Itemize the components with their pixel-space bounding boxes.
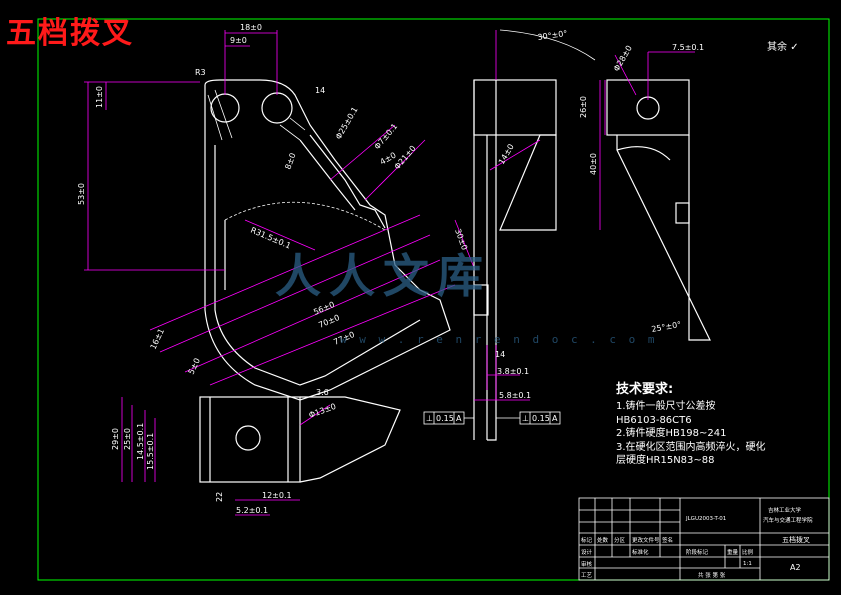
tb-cell-3: 更改文件号 (632, 536, 660, 544)
watermark-url: w w w . r e n r e n d o c . c o m (340, 333, 658, 346)
tb-sheet: 1:1 (743, 561, 752, 567)
tol2-symbol: ⊥ (522, 414, 529, 423)
dim-12: 12±0.1 (262, 491, 292, 500)
tech-note-line: 层硬度HR15N83~88 (616, 455, 715, 466)
dim-14c: 14 (495, 350, 505, 359)
dim-70: 70±0 (317, 313, 341, 330)
title-block-text: 吉林工业大学 汽车与交通工程学院 JLGU2003-T-01 五档拨叉 A2 1… (581, 506, 813, 579)
dim-30deg: 30°±0° (537, 29, 568, 42)
tb-cell-4: 签名 (662, 536, 673, 544)
title-block (578, 497, 830, 581)
main-view-dims (84, 30, 476, 386)
dim-14-5: 14.5±0.1 (136, 423, 145, 460)
dim-16: 16±1 (149, 327, 166, 351)
tol1-datum: A (456, 414, 462, 423)
roughness-label: 其余 (767, 42, 787, 53)
dim-9: 9±0 (230, 36, 247, 45)
tech-notes-heading: 技术要求: (616, 382, 674, 397)
tb-cell-2: 分区 (614, 536, 626, 544)
dim-18: 18±0 (240, 23, 262, 32)
tol2-datum: A (552, 414, 558, 423)
bottom-view (199, 396, 401, 483)
side-view (473, 29, 596, 441)
tb-drawing-no: JLGU2003-T-01 (685, 516, 726, 522)
dim-3-8: 3.8±0.1 (497, 367, 529, 376)
tolerance-frame-2 (496, 411, 561, 425)
right-view-dims (599, 51, 695, 230)
tb-cell-1: 处数 (597, 536, 609, 544)
dim-5-2: 5.2±0.1 (236, 506, 268, 515)
dim-14b: 14±0 (497, 142, 516, 166)
technical-requirements: 技术要求: 1.铸件一般尺寸公差按 HB6103-86CT6 2.铸件硬度HB1… (616, 378, 766, 468)
dim-phi25: Φ25±0.1 (334, 105, 360, 141)
right-view (606, 79, 711, 341)
tolerance-frame-1-text: ⊥ 0.15 A (426, 414, 462, 423)
tb-school2: 汽车与交通工程学院 (763, 516, 813, 524)
dim-8: 8±0 (283, 152, 297, 171)
roughness-note: 其余 ✓ (767, 38, 799, 53)
tb-cell-12: 重量 (727, 548, 739, 556)
side-view-dims (474, 30, 541, 401)
dim-22: 22 (215, 492, 224, 502)
tolerance-frame-1 (423, 411, 474, 425)
sheet-border (37, 18, 830, 581)
dim-11: 11±0 (95, 86, 104, 108)
tb-cell-6: 设计 (581, 548, 593, 556)
dim-15-5: 15.5±0.1 (146, 433, 155, 470)
tb-cell-14: 共 张 第 张 (698, 571, 726, 579)
bottom-view-dims (121, 397, 331, 516)
main-view-labels: 18±0 9±0 11±0 53±0 R3 14 Φ25±0.1 8±0 Φ7±… (77, 23, 469, 376)
dim-14: 14 (315, 86, 325, 95)
drawing-title: 五档拨叉 (6, 16, 134, 51)
tb-part-name: 五档拨叉 (782, 535, 810, 544)
tb-cell-9: 工艺 (581, 572, 593, 579)
tb-cell-13: 比例 (742, 548, 754, 556)
dim-25deg: 25°±0° (651, 320, 682, 334)
tol2-value: 0.15 (532, 414, 550, 423)
roughness-check-icon: ✓ (790, 42, 799, 53)
dim-53: 53±0 (77, 183, 86, 205)
dim-5-8: 5.8±0.1 (499, 391, 531, 400)
dim-29: 29±0 (111, 428, 120, 450)
watermark-logo: 人人文库 (275, 249, 491, 303)
bottom-view-labels: 29±0 25±0 14.5±0.1 15.5±0.1 Φ13±0 12±0.1… (111, 388, 337, 515)
tech-note-line: 1.铸件一般尺寸公差按 (616, 401, 716, 412)
dim-40: 40±0 (589, 153, 598, 175)
tb-cell-0: 标记 (581, 536, 593, 544)
roughness-3: R3 (195, 68, 206, 77)
tol1-symbol: ⊥ (426, 414, 433, 423)
tech-note-line: HB6103-86CT6 (616, 414, 692, 426)
tb-cell-11: 阶段标记 (686, 548, 709, 556)
dim-5: 5±0 (187, 357, 202, 376)
tolerance-frame-2-text: ⊥ 0.15 A (522, 414, 558, 423)
tol1-value: 0.15 (436, 414, 454, 423)
tb-scale: A2 (790, 563, 801, 572)
tb-cell-8: 审核 (581, 560, 593, 568)
dim-phi7: Φ7±0.1 (373, 122, 400, 151)
tb-school: 吉林工业大学 (768, 506, 802, 514)
dim-3-6: 3.6 (316, 388, 329, 397)
tech-note-line: 3.在硬化区范围内高频淬火，硬化 (616, 441, 766, 453)
dim-phi28: Φ28±0 (612, 44, 634, 73)
dim-25: 25±0 (123, 428, 132, 450)
tech-note-line: 2.铸件硬度HB198~241 (616, 428, 727, 439)
dim-7-5: 7.5±0.1 (672, 43, 704, 52)
tb-cell-7: 标准化 (632, 548, 649, 556)
dim-26: 26±0 (579, 96, 588, 118)
dim-phi13: Φ13±0 (308, 402, 338, 420)
